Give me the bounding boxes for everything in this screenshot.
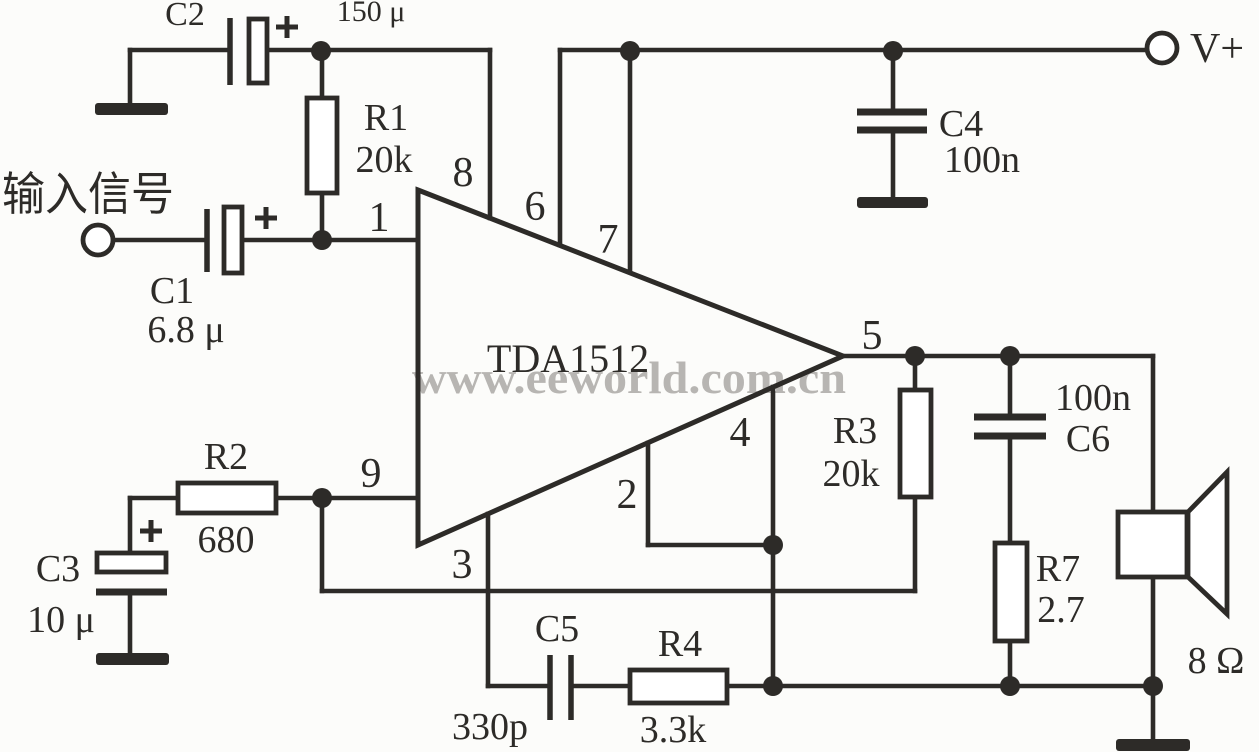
label-pin-4: 4 — [730, 410, 751, 456]
junction-dot — [1143, 676, 1163, 696]
ground-symbol-speaker — [1116, 739, 1190, 751]
wires — [110, 47, 1156, 743]
c1-plate-right — [221, 204, 245, 276]
capacitor-c3-symbol — [94, 520, 169, 596]
junction-dot — [1000, 676, 1020, 696]
resistor-r1-symbol — [304, 95, 340, 196]
label-c5-value: 330p — [452, 706, 528, 748]
label-r1-value: 20k — [356, 139, 413, 181]
label-c6-ref: C6 — [1066, 418, 1110, 460]
junction-dot — [620, 41, 640, 61]
label-c3-value: 10 μ — [27, 599, 95, 641]
ground-symbol-c4 — [857, 197, 928, 208]
ic-amplifier-triangle — [415, 186, 850, 549]
label-c3-ref: C3 — [36, 548, 80, 590]
resistor-r2-symbol — [175, 480, 279, 516]
junction-dot — [1000, 346, 1020, 366]
capacitor-c2-symbol — [227, 16, 298, 86]
label-c5-ref: C5 — [535, 608, 579, 650]
label-pin-9: 9 — [361, 451, 382, 497]
label-pin-1: 1 — [369, 195, 390, 241]
label-r2-value: 680 — [198, 519, 255, 561]
speaker-horn — [1185, 466, 1230, 620]
resistor-r4-symbol — [627, 667, 730, 706]
junction-dot — [905, 346, 925, 366]
capacitor-c5-symbol — [547, 655, 574, 720]
label-pin-3: 3 — [452, 542, 473, 588]
junction-dots — [311, 41, 1163, 696]
label-r2-ref: R2 — [204, 436, 248, 478]
junction-dot — [311, 41, 331, 61]
label-pin-2: 2 — [617, 472, 638, 518]
label-vplus: V+ — [1190, 26, 1244, 72]
label-c2-ref: C2 — [165, 0, 205, 33]
speaker-body — [1115, 509, 1190, 580]
junction-dot — [763, 535, 783, 555]
junction-dot — [312, 488, 332, 508]
c2-plus-sign — [276, 16, 298, 38]
label-r4-ref: R4 — [658, 623, 702, 665]
label-pin-6: 6 — [525, 184, 546, 230]
label-c4-value: 100n — [944, 139, 1020, 181]
label-r3-value: 20k — [823, 453, 880, 495]
label-r4-value: 3.3k — [640, 709, 707, 751]
junction-dot — [763, 676, 783, 696]
label-r7-ref: R7 — [1036, 548, 1080, 590]
ground-symbol-c2 — [95, 103, 168, 115]
capacitor-c6-symbol — [974, 413, 1046, 440]
resistor-r3-symbol — [897, 387, 934, 500]
capacitor-c4-symbol — [857, 108, 927, 134]
label-ic-name: TDA1512 — [487, 336, 649, 381]
vplus-terminal — [1144, 30, 1180, 66]
label-c6-value: 100n — [1055, 377, 1131, 419]
label-c1-ref: C1 — [150, 270, 194, 312]
label-pin-7: 7 — [598, 217, 619, 263]
label-pin-8: 8 — [453, 150, 474, 196]
c2-plate-right — [246, 16, 270, 86]
resistor-r7-symbol — [992, 540, 1030, 644]
label-c4-ref: C4 — [939, 103, 983, 145]
label-c2-value: 150 μ — [337, 0, 406, 28]
c3-plus-sign — [140, 520, 162, 542]
c3-plate-top — [94, 550, 169, 575]
label-r3-ref: R3 — [833, 410, 877, 452]
label-c1-value: 6.8 μ — [147, 309, 224, 351]
junction-dot — [883, 41, 903, 61]
label-input-signal: 输入信号 — [2, 167, 174, 221]
label-r1-ref: R1 — [364, 97, 408, 139]
input-terminal — [80, 222, 116, 258]
ground-symbol-c3 — [96, 653, 169, 665]
capacitor-c1-symbol — [204, 204, 277, 276]
speaker-symbol — [1115, 466, 1230, 620]
label-load-impedance: 8 Ω — [1188, 640, 1245, 682]
label-pin-5: 5 — [862, 313, 883, 359]
c1-plus-sign — [255, 207, 277, 229]
junction-dot — [312, 230, 332, 250]
label-r7-value: 2.7 — [1037, 589, 1085, 631]
